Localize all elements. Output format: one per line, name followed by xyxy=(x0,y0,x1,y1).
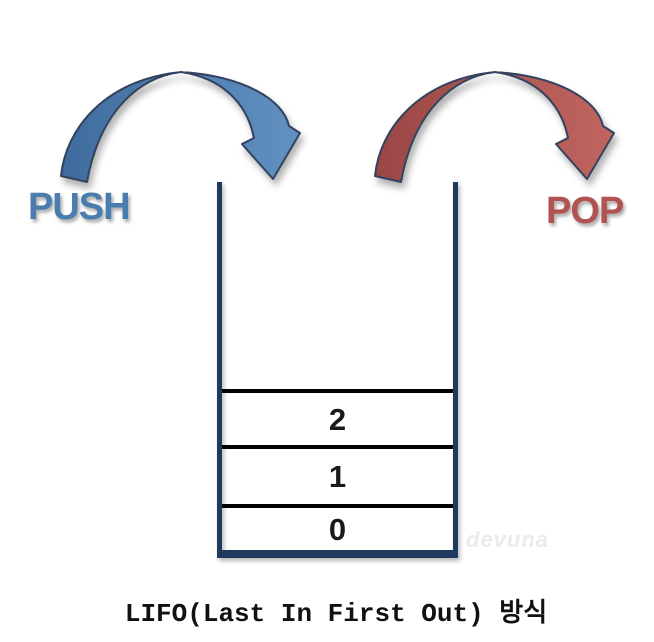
stack-cell: 0 xyxy=(222,504,453,550)
pop-curved-arrow-down-icon xyxy=(374,71,615,183)
stack-cell: 2 xyxy=(222,389,453,445)
stack-cell-value: 1 xyxy=(328,459,347,494)
push-curved-arrow-down-icon xyxy=(60,71,301,183)
pop-label: POP xyxy=(546,190,624,232)
stack-cell: 1 xyxy=(222,445,453,504)
caption: LIFO(Last In First Out) 방식 xyxy=(124,599,548,629)
stack-walls xyxy=(217,182,458,558)
stack-cell-value: 2 xyxy=(328,401,347,437)
stack-cell-value: 0 xyxy=(328,511,347,547)
stack-container: 2 1 0 xyxy=(217,182,458,558)
stack-rows: 2 1 0 xyxy=(222,389,453,550)
push-label: PUSH xyxy=(28,186,131,228)
watermark: devuna xyxy=(466,527,550,552)
